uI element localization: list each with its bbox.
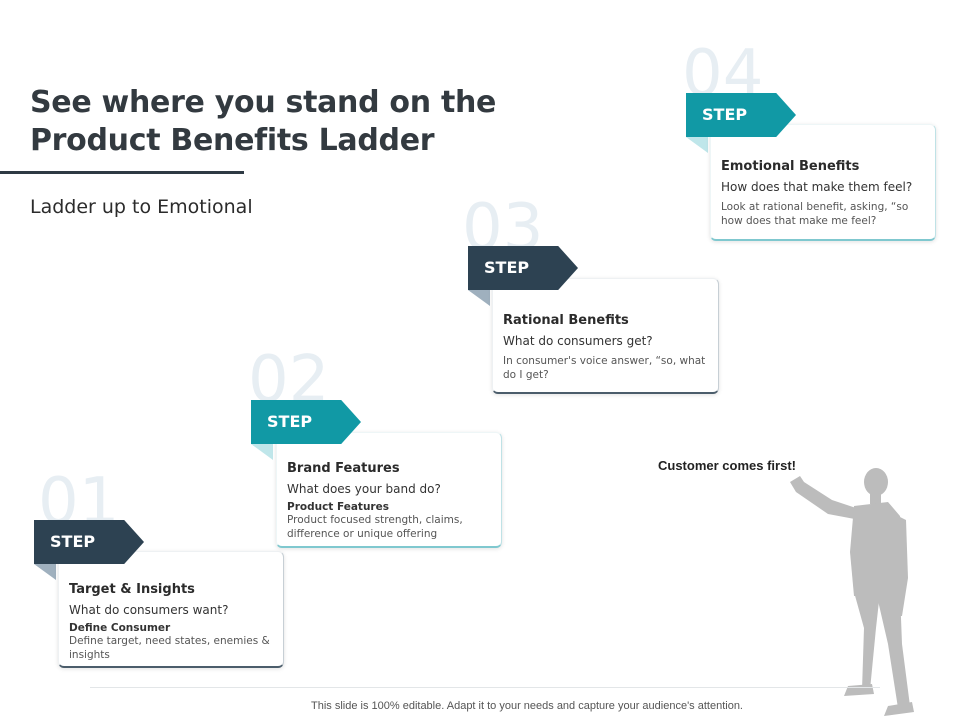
step-2-fold (251, 444, 273, 460)
step-2-description: Product focused strength, claims, differ… (287, 514, 463, 540)
step-1-fold (34, 564, 56, 580)
step-3-description: In consumer's voice answer, “so, what do… (503, 355, 706, 381)
step-3-heading: Rational Benefits (503, 313, 629, 328)
step-2-subheading: Product Features (287, 501, 389, 513)
step-2-card: Brand Features What does your band do? P… (276, 432, 502, 548)
step-4-heading: Emotional Benefits (721, 159, 860, 174)
step-1-card: Target & Insights What do consumers want… (58, 551, 284, 668)
step-2-flag: STEP (251, 400, 361, 444)
footer-note: This slide is 100% editable. Adapt it to… (311, 700, 743, 712)
step-4-question: How does that make them feel? (721, 180, 913, 194)
step-3-question: What do consumers get? (503, 334, 653, 348)
callout-text: Customer comes first! (658, 458, 796, 473)
step-4-flag: STEP (686, 93, 796, 137)
step-4-description: Look at rational benefit, asking, “so ho… (721, 201, 909, 227)
slide-title: See where you stand on the Product Benef… (30, 85, 497, 158)
step-1-subheading: Define Consumer (69, 622, 171, 634)
step-1-heading: Target & Insights (69, 582, 195, 597)
step-1-flag: STEP (34, 520, 144, 564)
step-3-flag: STEP (468, 246, 578, 290)
title-underline (0, 171, 244, 174)
step-3-card: Rational Benefits What do consumers get?… (492, 278, 719, 394)
step-4-fold (686, 137, 708, 153)
footer-divider (90, 687, 880, 688)
step-1-description: Define target, need states, enemies & in… (69, 635, 270, 661)
presenter-figure-icon (790, 468, 914, 716)
step-3-fold (468, 290, 490, 306)
step-4-card: Emotional Benefits How does that make th… (710, 124, 936, 241)
step-2-question: What does your band do? (287, 482, 441, 496)
slide-subtitle: Ladder up to Emotional (30, 196, 253, 218)
step-1-question: What do consumers want? (69, 603, 229, 617)
step-2-heading: Brand Features (287, 461, 400, 476)
